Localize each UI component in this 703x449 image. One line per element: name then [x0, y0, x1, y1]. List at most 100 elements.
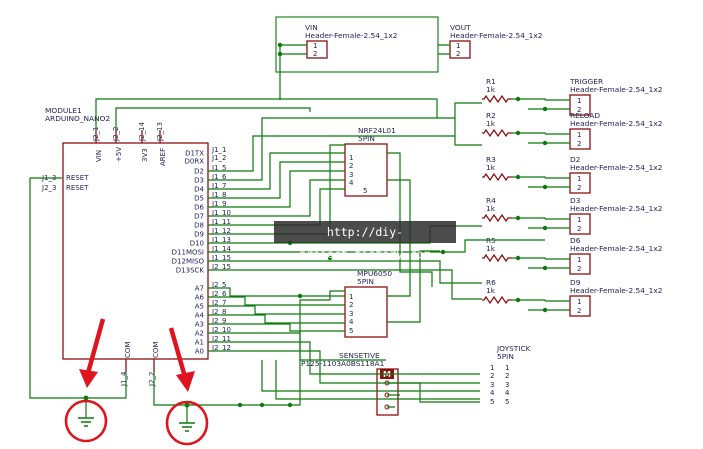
junction-dot	[542, 307, 548, 313]
header-value: Header-Female-2.54_1x2	[570, 163, 662, 172]
pin-id-j1-4: J1_4	[120, 371, 128, 387]
pin-d11mosi: D11MOSI	[172, 249, 204, 257]
pin-d7: D7	[194, 213, 204, 221]
pin-id-j2-15: J2_15	[211, 263, 231, 271]
resistor-zigzag	[482, 213, 512, 223]
nrf-pin-3: 3	[349, 171, 353, 179]
pin-a2: A2	[195, 330, 204, 338]
mpu-body	[344, 286, 388, 338]
resistor-wire	[512, 98, 546, 110]
header-body	[569, 295, 591, 317]
junction-dot	[515, 96, 521, 102]
red-arrow-1	[85, 318, 106, 374]
header-pin-1: 1	[577, 298, 581, 306]
resistor-value: 1k	[486, 204, 496, 213]
resistor-wire	[512, 257, 546, 269]
junction-dot	[515, 297, 521, 303]
pin-d2: D2	[194, 168, 204, 176]
vout-header-value: Header-Female-2.54_1x2	[450, 31, 542, 40]
pin-a4: A4	[195, 312, 205, 320]
nrf-body	[344, 143, 388, 197]
pin-d3: D3	[194, 177, 204, 185]
vin-header-value: Header-Female-2.54_1x2	[305, 31, 397, 40]
pin-a3: A3	[195, 321, 204, 329]
pin-a6: A6	[195, 294, 205, 302]
pin-id-j2-11: J2_11	[211, 335, 231, 343]
module-value: ARDUINO_NANO2	[45, 114, 110, 123]
header-wire	[545, 258, 570, 269]
pin-d5: D5	[194, 195, 204, 203]
junction-dot	[542, 225, 548, 231]
junction-dot	[515, 174, 521, 180]
pin-aref: AREF	[159, 148, 167, 166]
pin-id-j1-12: J1_12	[211, 227, 231, 235]
junction-dot	[259, 402, 265, 408]
pin-id-j1-15: J1_15	[211, 254, 231, 262]
ground-highlight-circle-1	[64, 399, 108, 443]
junction-dot	[515, 130, 521, 136]
junction-dot	[542, 106, 548, 112]
pin-reset-2: RESET	[66, 184, 89, 192]
pin-com-2: COM	[152, 342, 160, 358]
pin-id-j1-2: J1_2	[211, 154, 226, 162]
header-pin-2: 2	[577, 106, 581, 114]
pin-a5: A5	[195, 303, 204, 311]
header-body	[569, 253, 591, 275]
pin-id-j2-12: J2_12	[211, 344, 231, 352]
pin-id-j1-8: J1_8	[211, 191, 226, 199]
nrf-pin-4: 4	[349, 179, 354, 187]
nrf-pin-1: 1	[349, 154, 353, 162]
junction-dot	[440, 249, 446, 255]
header-wire	[545, 218, 570, 229]
pin-reset-1: RESET	[66, 174, 89, 182]
red-arrow-head-2	[176, 371, 195, 392]
pin-id-j1-7: J1_7	[211, 182, 226, 190]
pin-vin: VIN	[95, 150, 103, 162]
right-headers-group: TRIGGERHeader-Female-2.54_1x212R11kRELOA…	[482, 77, 662, 317]
analog-wires	[208, 287, 480, 400]
red-arrow-2	[168, 327, 188, 378]
header-value: Header-Female-2.54_1x2	[570, 119, 662, 128]
bottom-pin-stubs	[125, 359, 155, 372]
ground-highlight-circle-2	[165, 400, 209, 446]
wiring	[29, 45, 545, 408]
com-wire	[153, 290, 345, 406]
resistor-wire	[512, 299, 546, 311]
header-body	[569, 172, 591, 194]
pin-id-j1-14: J1_14	[211, 245, 231, 253]
pin-id-j2-7: J2_7	[211, 299, 226, 307]
pin-id-j2-9: J2_9	[211, 317, 226, 325]
nrf24l01-module: NRF24L01 5PIN 1 2 3 4 5	[344, 126, 396, 197]
header-pin-1: 1	[577, 175, 581, 183]
mpu-pin-2: 2	[349, 301, 353, 309]
resistor-value: 1k	[486, 163, 496, 172]
power-wires	[95, 45, 438, 130]
resistor-ref: R3	[486, 155, 496, 164]
resistor-value: 1k	[486, 286, 496, 295]
header-value: Header-Female-2.54_1x2	[570, 85, 662, 94]
arduino-nano-module: MODULE1 ARDUINO_NANO2 VIN +5V 3V3 AREF J…	[41, 106, 231, 387]
mpu-pin-5: 5	[349, 327, 353, 335]
junction-dot	[515, 255, 521, 261]
resistor-zigzag	[482, 295, 512, 305]
header-pin-1: 1	[577, 131, 581, 139]
pin-id-j2-8: J2_8	[211, 308, 226, 316]
vin-vout-group: VIN Header-Female-2.54_1x2 1 2 VOUT Head…	[275, 16, 542, 73]
switch-wires	[387, 382, 480, 408]
pin-id-j1-10: J1_10	[211, 209, 231, 217]
vout-header-pin-1: 1	[456, 42, 460, 50]
joystick-module: JOYSTICK 5PIN 1 2 3 4 5 1 2 3 4 5	[490, 344, 531, 406]
header-ref: D9	[570, 278, 581, 287]
resistor-ref: R2	[486, 111, 496, 120]
header-ref: D2	[570, 155, 580, 164]
switch-ref: SENSETIVE	[339, 351, 380, 360]
resistor-wire	[512, 217, 546, 229]
vout-header-ref: VOUT	[450, 23, 471, 32]
